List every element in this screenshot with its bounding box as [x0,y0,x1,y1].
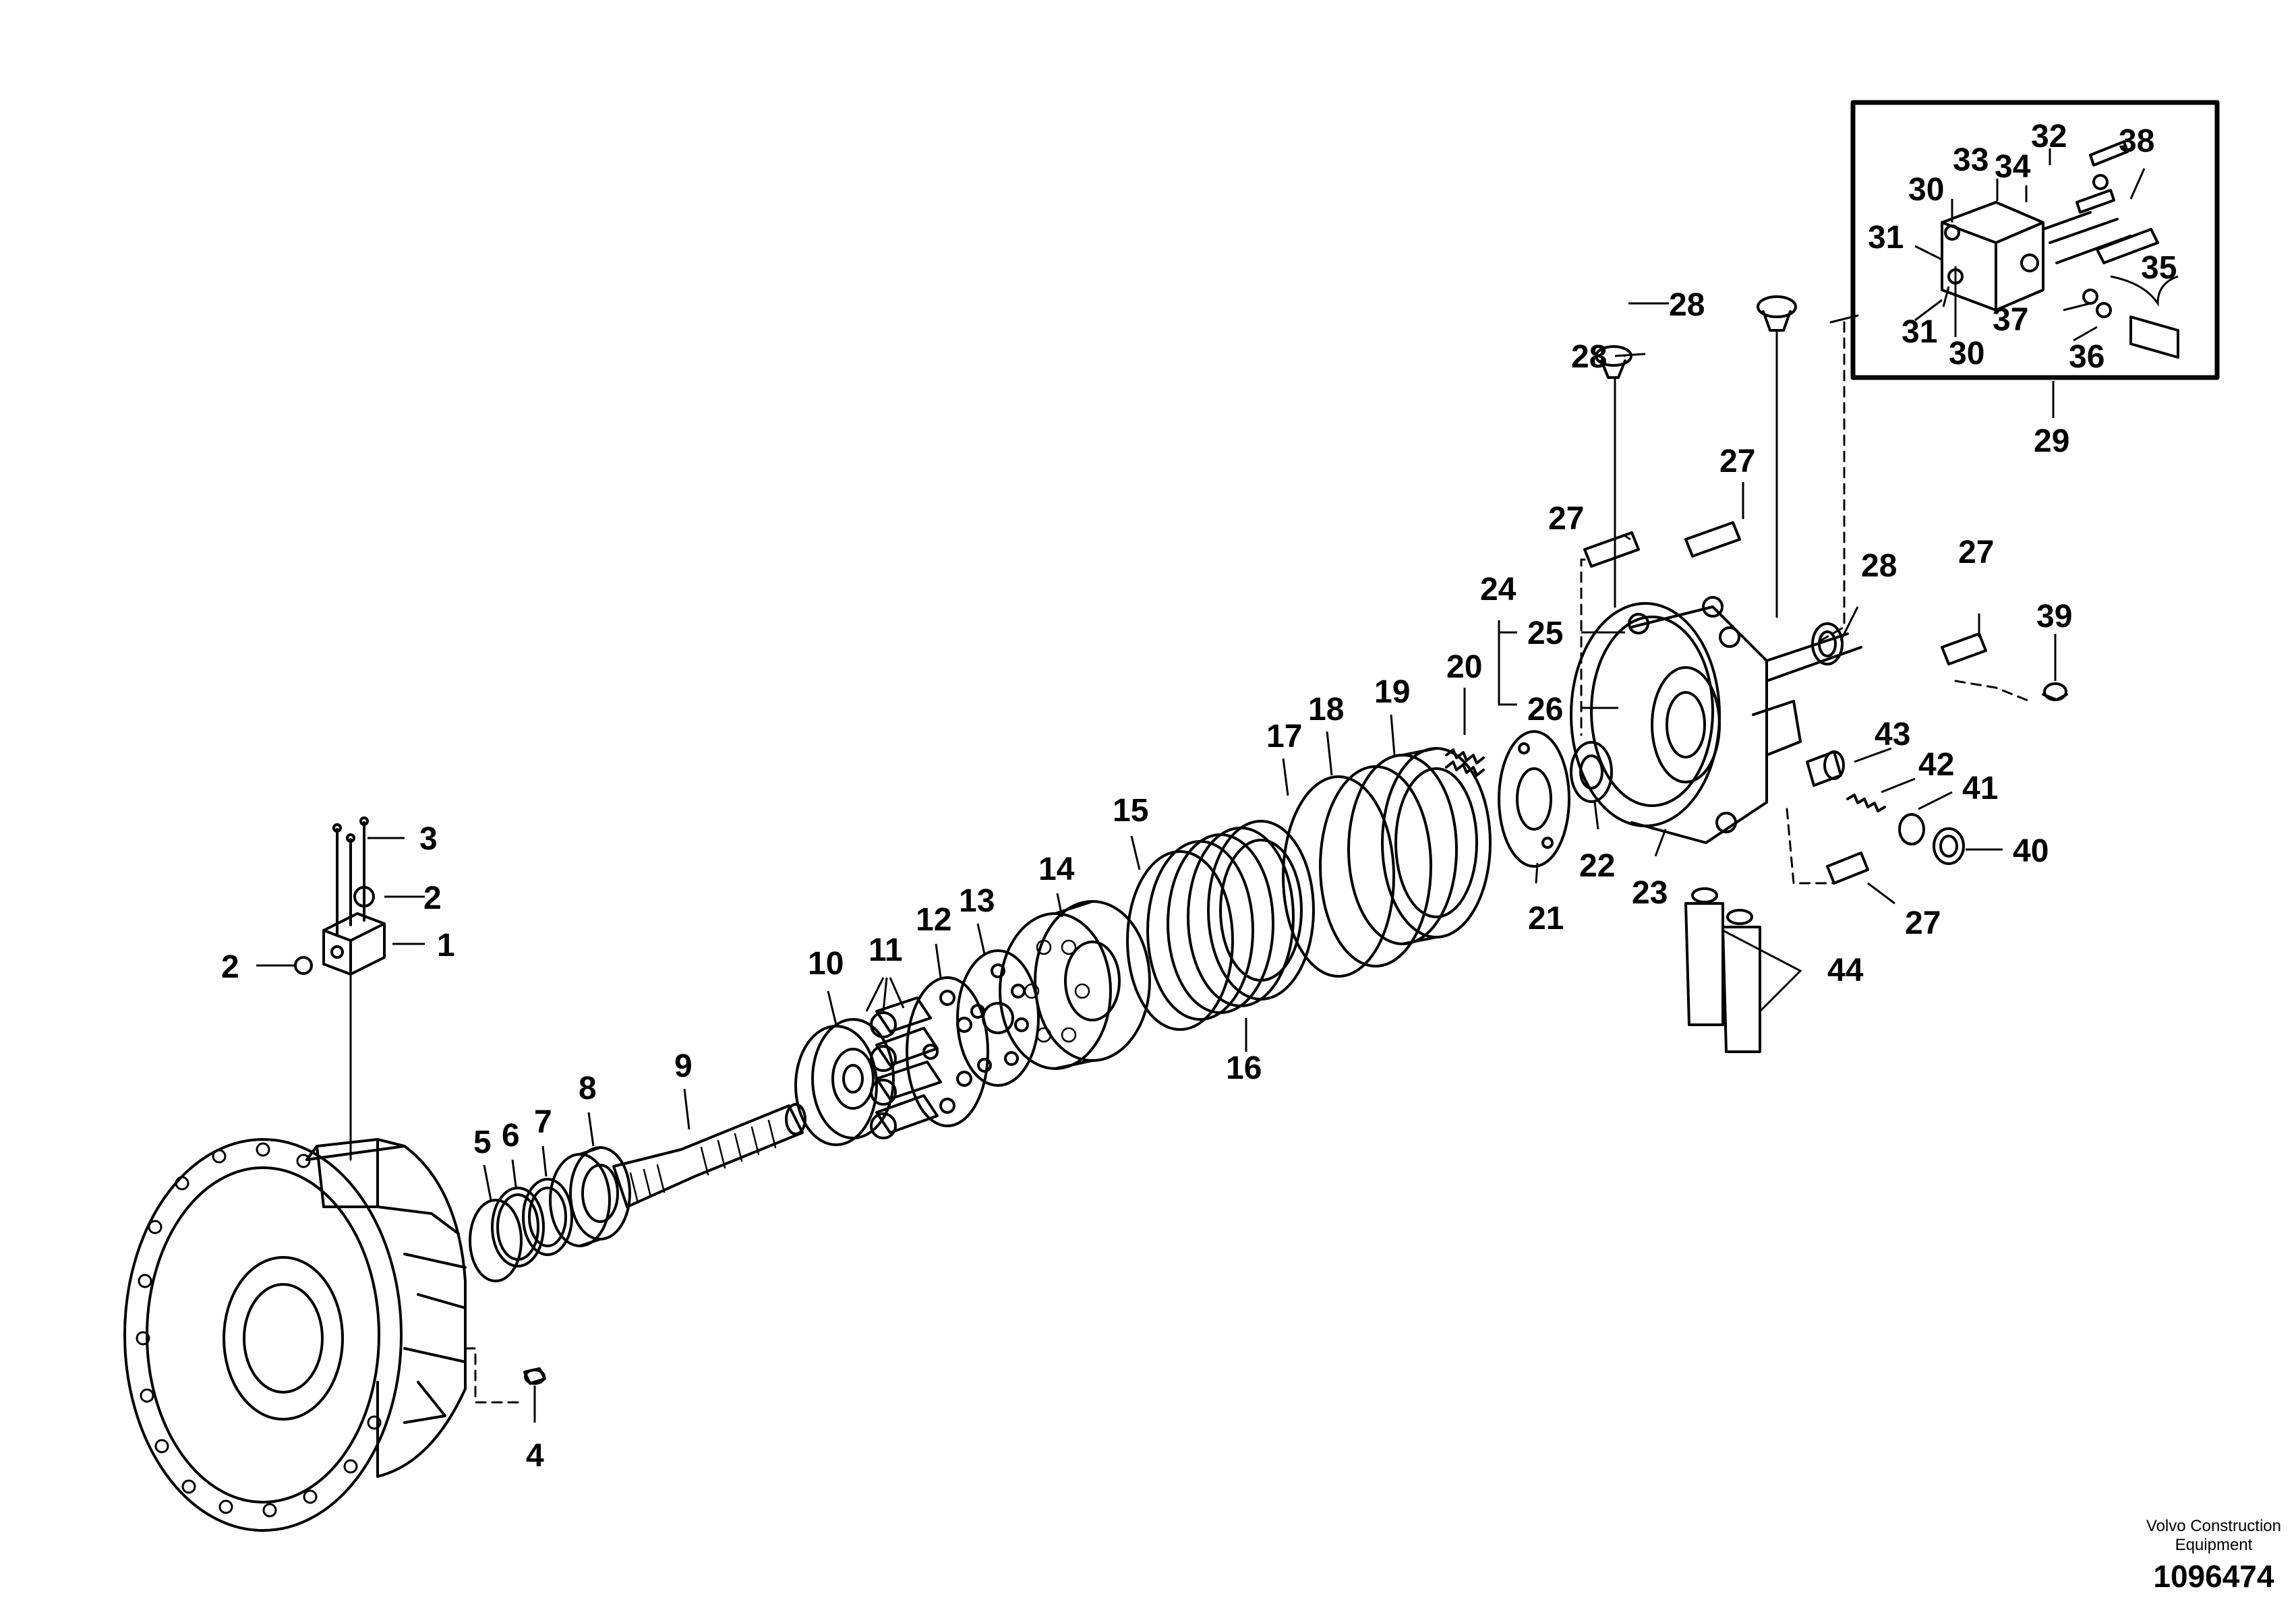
callout-label: 25 [1527,616,1563,651]
callout-label: 12 [916,902,951,938]
callout-label: 16 [1226,1050,1262,1086]
valve-plate-part [1498,730,1570,868]
callout-label: 30 [1949,336,1984,371]
callout-label: 14 [1038,852,1075,887]
callout-label: 42 [1918,747,1954,783]
callout-label: 23 [1632,875,1668,911]
callout-label: 20 [1446,649,1482,685]
callout-label: 18 [1308,692,1344,727]
callout-label: 19 [1374,674,1410,710]
callout-label: 30 [1908,172,1944,208]
callout-label: 27 [1548,501,1584,537]
callout-label: 1 [437,928,455,963]
callout-label: 31 [1868,220,1904,256]
callout-label: 28 [1571,339,1607,375]
callout-label: 26 [1527,692,1563,727]
callout-label: 36 [2069,339,2104,375]
document-number: 1096474 [2153,1559,2274,1594]
callout-label: 21 [1528,901,1564,936]
callout-label: 43 [1875,717,1910,752]
plug-39-part [2042,682,2068,701]
callout-label: 28 [1669,287,1705,323]
plug-part [523,1367,546,1385]
relief-valves-part [1684,887,1761,1053]
swash-plate-part [794,1018,895,1146]
callout-label: 4 [526,1438,544,1474]
retainer-plate-part [906,976,989,1127]
callout-label: 39 [2036,599,2072,634]
brake-piston-part [1347,747,1492,945]
callout-label: 37 [1993,302,2028,338]
pistons-part [870,996,942,1139]
valve-block-part [294,816,386,976]
callout-label: 32 [2031,119,2067,154]
callout-label: 11 [869,932,903,968]
brand-name-line2: Equipment [2175,1536,2253,1554]
callout-label: 41 [1962,771,1998,806]
callout-label: 17 [1266,719,1302,754]
friction-plates-part [1126,820,1315,1031]
callout-label: 28 [1861,548,1897,584]
retaining-rings-part [469,1178,573,1282]
callout-label: 29 [2034,423,2069,459]
callout-label: 38 [2119,123,2154,159]
callout-label: 2 [221,949,239,985]
callout-label: 8 [579,1071,597,1106]
callout-label: 10 [808,946,844,982]
callout-label: 35 [2141,250,2177,286]
callout-label: 15 [1113,793,1148,829]
rear-cover-part [1570,596,1862,844]
spring-part [1445,748,1485,777]
callout-label: 9 [674,1048,693,1084]
brand-name-line1: Volvo Construction [2146,1517,2281,1535]
bearing-part [549,1146,631,1247]
bolts-27-part [1583,521,1987,885]
callout-label: 2 [423,881,442,916]
inset-frame [1850,100,2220,380]
inset-valve-block [1941,140,2179,359]
callout-label: 27 [1905,905,1941,941]
callout-label: 44 [1827,953,1864,988]
plug-28-part [1595,295,1844,665]
dashed-reference-line [464,1347,524,1404]
main-housing-part [123,1138,467,1532]
check-valve-parts [1806,750,1965,865]
callout-label: 34 [1995,149,2031,185]
callout-label: 7 [534,1104,552,1140]
callout-label: 40 [2013,833,2049,869]
callout-label: 24 [1480,572,1517,607]
callout-label: 31 [1902,314,1937,350]
callout-label: 3 [419,821,438,857]
drive-shaft-part [612,1103,806,1208]
callout-label: 5 [473,1125,492,1160]
callouts: 1 2 2 3 4 5 6 7 8 9 10 11 12 13 14 15 16… [221,119,2177,1474]
callout-label: 27 [1958,535,1994,570]
callout-label: 22 [1579,848,1615,884]
leader-lines [256,148,2179,1423]
callout-label: 6 [502,1118,520,1154]
cylinder-plate-part [956,949,1040,1087]
footer-block: Volvo Construction Equipment 1096474 [2146,1517,2281,1594]
callout-label: 27 [1719,444,1755,479]
callout-label: 13 [959,883,995,919]
callout-label: 33 [1953,142,1989,178]
